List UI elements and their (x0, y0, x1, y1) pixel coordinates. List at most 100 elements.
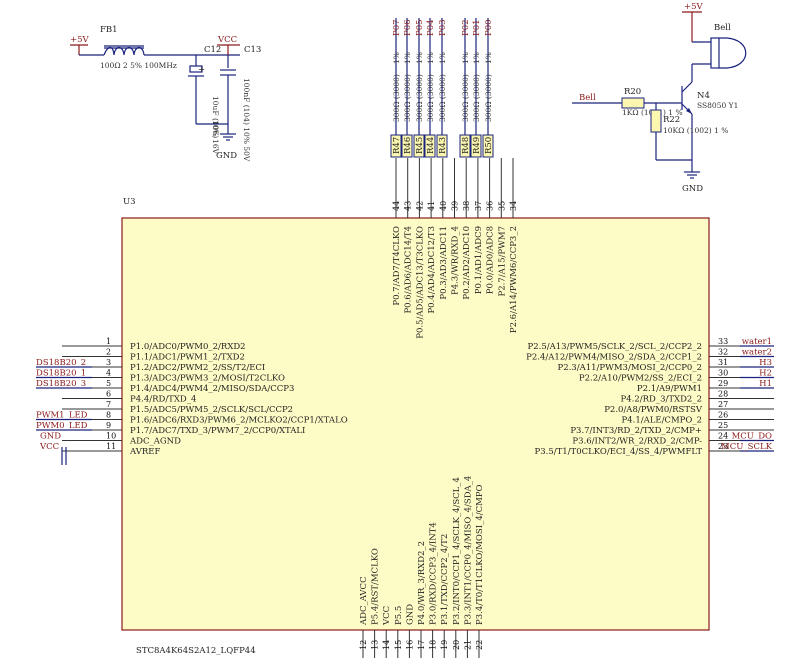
array-resistor-icon (413, 134, 425, 158)
ferrite-value: 100Ω 2 5% 100MHz (100, 61, 177, 70)
c13-designator: C13 (244, 45, 261, 55)
pin-name: ADC_AGND (129, 437, 181, 447)
pin-name: P3.5/T1/T0CLKO/ECI_4/SS_4/PWMFLT (534, 447, 702, 457)
pin-number: 34 (509, 201, 518, 211)
array-resistor-value: 300Ω (3000) (415, 74, 424, 122)
pin-number: 24 (718, 432, 728, 441)
pin-net-label: H1 (759, 379, 772, 389)
pin-number: 5 (106, 379, 111, 388)
pin-net-label: MCU_SCLK (721, 442, 773, 452)
array-resistor-icon (459, 134, 471, 158)
array-resistor-value: 300Ω (3000) (426, 74, 435, 122)
array-resistor-value: 300Ω (3000) (472, 74, 481, 122)
array-resistor-value: 300Ω (3000) (438, 74, 447, 122)
array-net-label: P01 (472, 19, 482, 36)
pin-name: P0.3/AD3/ADC11 (439, 226, 449, 300)
pin-number: 31 (718, 358, 728, 367)
c12-designator: C12 (204, 45, 221, 55)
c12-capacitor-icon (189, 65, 203, 73)
pin-name: P1.7/ADC7/TXD_3/PWM7_2/CCP0/XTALI (130, 426, 305, 436)
array-net-label: P07 (392, 19, 402, 36)
pin-number: 35 (497, 201, 506, 211)
pin-net-label: GND (40, 432, 61, 442)
vcc-label: VCC (217, 35, 237, 45)
array-resistor-tolerance: 1% (426, 52, 435, 64)
pin-name: P3.6/INT2/WR_2/RXD_2/CMP- (572, 437, 702, 447)
pin-number: 15 (394, 640, 403, 650)
pin-name: P0.5/AD5/ADC13/T3CLKO (415, 226, 425, 339)
array-net-label: P03 (438, 19, 448, 36)
chip-part-number: STC8A4K64S2A12_LQFP44 (136, 646, 256, 656)
pin-number: 3 (106, 358, 111, 367)
pin-number: 10 (106, 432, 116, 441)
pin-net-label: DS18B20_1 (36, 369, 86, 379)
array-resistor-tolerance: 1% (438, 52, 447, 64)
pin-name: GND (405, 604, 415, 625)
array-resistor-icon (470, 134, 482, 158)
pin-name: P5.5 (394, 606, 404, 625)
pin-name: P4.2/RD_3/TXD2_2 (621, 395, 702, 405)
pin-number: 8 (106, 411, 111, 420)
array-resistor-icon (401, 134, 413, 158)
array-resistor-value: 300Ω (3000) (461, 74, 470, 122)
array-resistor-designator: R45 (415, 137, 425, 154)
pin-number: 38 (462, 201, 471, 211)
pin-net-label: water2 (742, 348, 772, 358)
pin-net-label: PWM1_LED (36, 411, 88, 421)
array-resistor-tolerance: 1% (415, 52, 424, 64)
array-resistor-tolerance: 1% (392, 52, 401, 64)
r22-value: 10KΩ (1002) 1 % (663, 126, 728, 135)
pin-number: 22 (475, 640, 484, 650)
pin-name: P0.2/AD2/ADC10 (462, 226, 472, 300)
pin-number: 6 (106, 390, 111, 399)
pin-name: P4.0/WR_3/RXD2_2 (417, 541, 427, 625)
transistor-designator: N4 (697, 91, 710, 101)
pin-name: P0.7/AD7/T4CLKO (392, 226, 402, 306)
pin-name: P1.6/ADC6/RXD3/PWM6_2/MCLKO2/CCP1/XTALO (130, 416, 348, 426)
pin-name: P4.3/WR/RXD_4 (451, 226, 461, 295)
pin-net-label: water1 (742, 337, 772, 347)
pin-name: P1.4/ADC4/PWM4_2/MISO/SDA/CCP3 (130, 384, 294, 394)
pin-name: P1.1/ADC1/PWM1_2/TXD2 (130, 353, 245, 363)
pin-number: 2 (106, 348, 111, 357)
pin-name: P1.0/ADC0/PWM0_2/RXD2 (130, 342, 246, 352)
pin-name: P0.1/AD1/ADC9 (474, 226, 484, 294)
pin-number: 28 (718, 390, 728, 399)
array-resistor-designator: R47 (392, 137, 402, 154)
pin-name: P3.1/TXD/CCP2_4/T2 (440, 534, 450, 625)
array-resistor-tolerance: 1% (461, 52, 470, 64)
pin-name: P3.0/RXD/CCP3_4/INT4 (429, 522, 439, 625)
array-net-label: P02 (461, 19, 471, 36)
pin-number: 16 (405, 640, 414, 650)
array-net-label: P05 (415, 19, 425, 36)
pin-number: 19 (440, 640, 449, 650)
r20-resistor-icon (621, 97, 645, 109)
pin-number: 43 (404, 201, 413, 211)
pin-name: P2.3/A11/PWM3/MOSI_2/CCP0_2 (557, 363, 702, 373)
pin-name: P2.7/A15/PWM7 (497, 226, 507, 297)
pin-name: P2.0/A8/PWM0/RSTSV (604, 405, 703, 415)
pin-number: 13 (371, 640, 380, 650)
array-resistor-designator: R46 (403, 137, 413, 154)
array-resistor-designator: R44 (426, 137, 436, 154)
pin-number: 12 (359, 640, 368, 650)
pin-net-label: DS18B20_3 (36, 379, 86, 389)
c12-value: 10uF (106) (211, 96, 220, 138)
ferrite-bead-icon (103, 46, 145, 56)
pin-net-label: VCC (39, 442, 59, 452)
array-net-label: P00 (484, 19, 494, 36)
pin-name: P5.4/RST/MCLKO (371, 548, 381, 625)
array-resistor-tolerance: 1% (472, 52, 481, 64)
pin-name: P4.1/ALE/CMPO_2 (621, 416, 702, 426)
array-resistor-icon (424, 134, 436, 158)
array-resistor-value: 300Ω (3000) (392, 74, 401, 122)
pin-name: P2.4/A12/PWM4/MISO_2/SDA_2/CCP1_2 (526, 353, 702, 363)
pin-name: ADC_AVCC (359, 576, 369, 626)
array-resistor-icon (482, 134, 494, 158)
pin-number: 17 (417, 640, 426, 650)
pin-name: P1.3/ADC3/PWM3_2/MOSI/T2CLKO (130, 374, 285, 384)
pin-name: P4.4/RD/TXD_4 (130, 395, 196, 405)
pin-net-label: H2 (759, 369, 772, 379)
